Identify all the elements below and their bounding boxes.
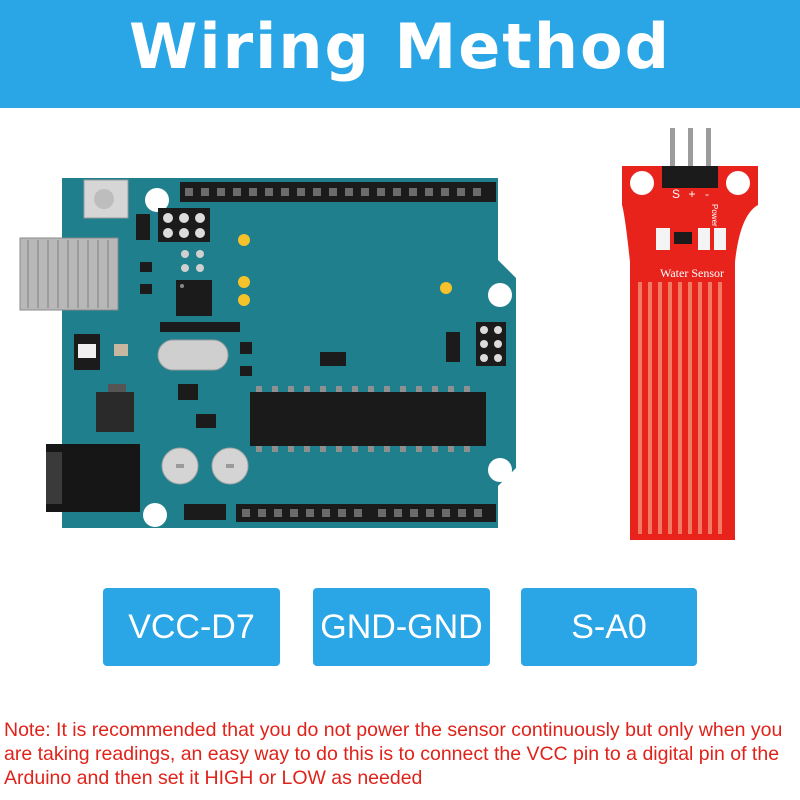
wiring-gnd-gnd-label: GND-GND <box>320 607 483 646</box>
wiring-s-a0-label: S-A0 <box>571 607 647 646</box>
wiring-vcc-d7-badge: VCC-D7 <box>103 588 280 666</box>
wiring-vcc-d7-label: VCC-D7 <box>128 607 255 646</box>
power-note: Note: It is recommended that you do not … <box>4 719 783 789</box>
sensor-label: Water Sensor <box>660 266 724 280</box>
wiring-s-a0-badge: S-A0 <box>521 588 697 666</box>
sensor-power-label: Power <box>710 204 719 227</box>
sensor-pin-minus: - <box>705 187 709 201</box>
arduino-board <box>19 178 516 528</box>
wiring-gnd-gnd-badge: GND-GND <box>313 588 490 666</box>
sensor-pin-s: S <box>672 187 680 201</box>
sensor-pin-plus: + <box>688 187 695 201</box>
title-banner: Wiring Method <box>0 0 800 108</box>
wiring-diagram: S + - Power Water Sensor <box>19 128 758 540</box>
water-sensor-module: S + - Power Water Sensor <box>622 128 758 540</box>
page-title: Wiring Method <box>128 10 672 83</box>
